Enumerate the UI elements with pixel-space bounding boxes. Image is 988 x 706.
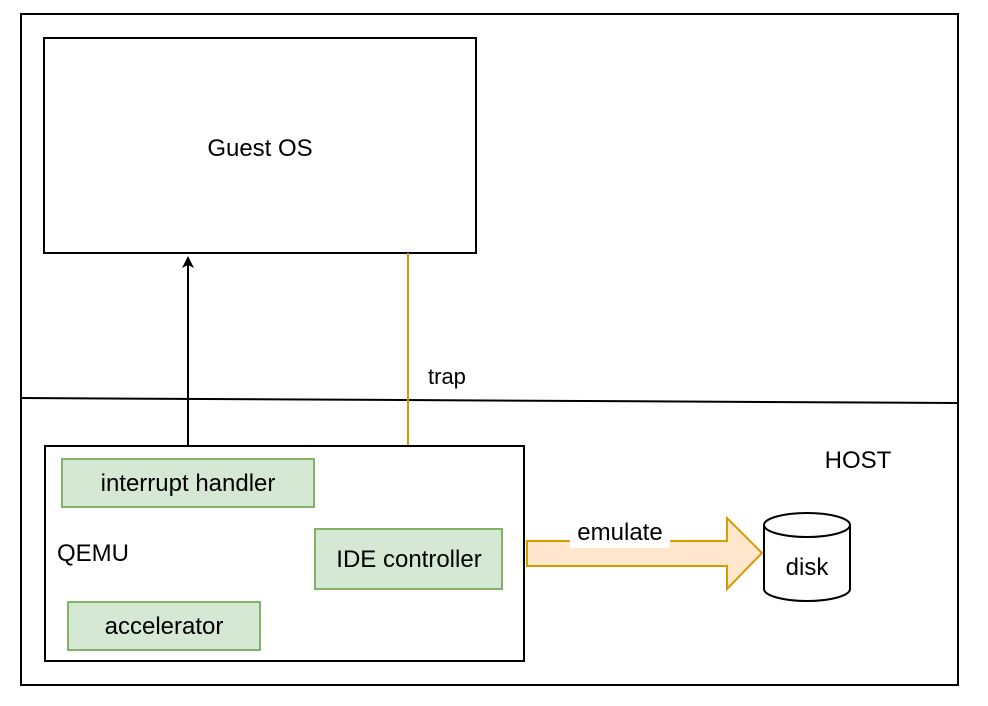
guest-host-divider [20,397,959,404]
accelerator-label: accelerator [105,613,224,640]
guest-os-box [43,37,477,254]
emulate-label-bg [570,518,670,548]
interrupt-handler-label: interrupt handler [101,470,276,497]
disk-label: disk [786,554,830,581]
disk-icon [763,512,851,602]
trap-label: trap [428,364,466,389]
ide-controller-box [314,528,503,590]
interrupt-handler-box [61,458,315,508]
accelerator-box [67,601,261,651]
qemu-label: QEMU [57,540,129,567]
host-label: HOST [825,447,892,474]
emulate-arrow [526,515,764,592]
guest-os-label: Guest OS [207,135,312,162]
ide-controller-label: IDE controller [336,546,481,573]
emulate-label: emulate [577,519,662,546]
